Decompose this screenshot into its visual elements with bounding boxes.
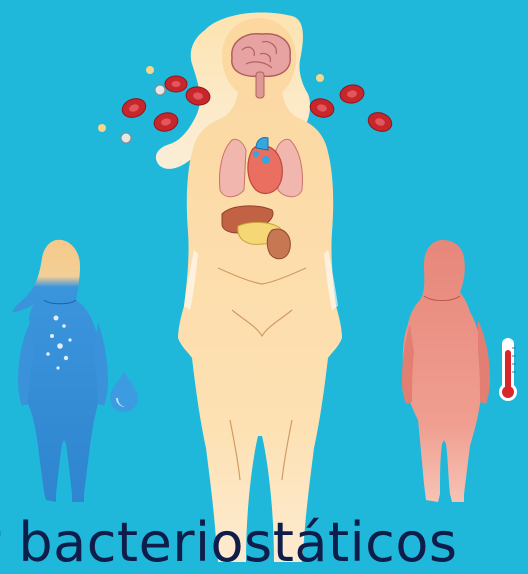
- water-drop-icon: [110, 372, 138, 412]
- center-figure: [156, 12, 342, 562]
- right-figure: [402, 240, 490, 502]
- thermometer-icon: [499, 338, 517, 401]
- illustration: [0, 0, 528, 562]
- caption-text: r bacteriostáticos: [0, 513, 528, 573]
- left-figure: [12, 240, 108, 502]
